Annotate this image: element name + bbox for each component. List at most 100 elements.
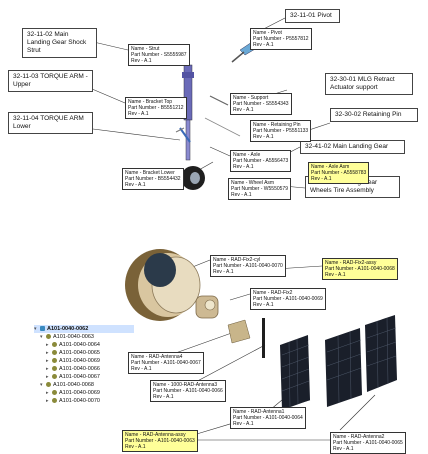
part-name: Name - Bracket Lower (125, 170, 175, 176)
part-name: Name - RAD-Antenna-assy (125, 432, 186, 438)
expand-icon[interactable]: ▸ (46, 366, 49, 372)
part-number: Part Number - B5554432 (125, 176, 181, 182)
part-rev: Rev - A.1 (131, 366, 152, 372)
part-label-pivot: Name - Pivot Part Number - P5557812 Rev … (250, 28, 312, 50)
part-rev: Rev - A.1 (325, 272, 346, 278)
part-rev: Rev - A.1 (253, 134, 274, 140)
tree-item-label: A101-0040-0069 (59, 358, 100, 364)
collapse-icon[interactable]: ▾ (34, 326, 37, 332)
part-label-bracket-top: Name - Bracket Top Part Number - B555121… (125, 97, 187, 119)
part-rev: Rev - A.1 (253, 42, 274, 48)
part-number: Part Number - A101-0040-0069 (253, 296, 323, 302)
part-rev: Rev - A.1 (233, 107, 254, 113)
part-label-rad-fix2: Name - RAD-Fix2 Part Number - A101-0040-… (250, 288, 326, 310)
part-icon (52, 350, 57, 356)
part-label-support: Name - Support Part Number - S5554343 Re… (230, 93, 292, 115)
part-name: Name - Support (233, 95, 269, 101)
callout-pivot: 32-11-01 Pivot (285, 9, 340, 23)
tree-item[interactable]: ▾ A101-0040-0063 (34, 333, 134, 341)
assembly-icon (46, 334, 51, 340)
part-number: Part Number - A5556473 (233, 158, 289, 164)
collapse-icon[interactable]: ▾ (40, 334, 43, 340)
part-name: Name - RAD-Antenna4 (131, 354, 183, 360)
part-label-wheel-asm: Name - Wheel Asm Part Number - W5550579 … (228, 178, 291, 200)
tree-item-label: A101-0040-0068 (53, 382, 94, 388)
part-rev: Rev - A.1 (213, 269, 234, 275)
callout-main-strut-text: 32-11-02 Main Landing Gear Shock Strut (27, 31, 87, 54)
part-name: Name - Axle (233, 152, 261, 158)
expand-icon[interactable]: ▸ (46, 358, 49, 364)
callout-torque-upper: 32-11-03 TORQUE ARM - Upper (8, 70, 93, 92)
part-name: Name - Wheel Asm (231, 180, 275, 186)
part-number: Part Number - S5554343 (233, 101, 289, 107)
part-number: Part Number - A101-0040-0064 (233, 415, 303, 421)
callout-pivot-text: 32-11-01 Pivot (290, 12, 332, 19)
part-name: Name - Bracket Top (128, 99, 173, 105)
tree-item-label: A101-0040-0070 (59, 398, 100, 404)
callout-retaining: 32-30-02 Retaining Pin (330, 108, 418, 122)
part-number: Part Number - B5551212 (128, 105, 184, 111)
expand-icon[interactable]: ▸ (46, 390, 49, 396)
part-rev: Rev - A.1 (333, 446, 354, 452)
tree-item-label: A101-0040-0063 (53, 334, 94, 340)
part-name: Name - RAD-Fix2-assy (325, 260, 377, 266)
tree-item[interactable]: ▸A101-0040-0064 (34, 341, 134, 349)
callout-main-strut: 32-11-02 Main Landing Gear Shock Strut (22, 28, 97, 58)
tree-item[interactable]: ▸ A101-0040-0069 (34, 389, 134, 397)
part-name: Name - Axle Asm (311, 164, 350, 170)
part-label-rad-fix2-cyl: Name - RAD-Fix2-cyl Part Number - A101-0… (210, 255, 286, 277)
rad-fix2-cyl-part (144, 253, 176, 287)
part-name: Name - Strut (131, 46, 160, 52)
part-name: Name - Pivot (253, 30, 282, 36)
part-number: Part Number - A101-0040-0068 (325, 266, 395, 272)
retaining-pin-part (204, 117, 241, 137)
part-label-rad-antenna4: Name - RAD-Antenna4 Part Number - A101-0… (128, 352, 204, 374)
part-name: Name - RAD-Fix2 (253, 290, 293, 296)
part-number: Part Number - A101-0040-0070 (213, 263, 283, 269)
callout-torque-lower-text: 32-11-04 TORQUE ARM Lower (13, 115, 84, 130)
assembly-tree: ▾A101-0040-0062 ▾A101-0040-0063 ▸A101-00… (34, 325, 134, 405)
tree-item[interactable]: ▸ A101-0040-0067 (34, 373, 134, 381)
expand-icon[interactable]: ▸ (46, 398, 49, 404)
part-icon (52, 390, 57, 396)
part-name: Name - Retaining Pin (253, 122, 301, 128)
tree-item-label: A101-0040-0067 (59, 374, 100, 380)
part-name: Name - RAD-Antenna1 (233, 409, 285, 415)
part-label-strut: Name - Strut Part Number - S5555987 Rev … (128, 44, 190, 66)
part-icon (52, 342, 57, 348)
part-rev: Rev - A.1 (233, 421, 254, 427)
part-number: Part Number - A101-0040-0066 (153, 388, 223, 394)
tree-root[interactable]: ▾ A101-0040-0062 (34, 325, 134, 333)
callout-retaining-text: 32-30-02 Retaining Pin (335, 111, 402, 118)
expand-icon[interactable]: ▸ (46, 350, 49, 356)
rad-antenna1-part (280, 335, 310, 410)
part-rev: Rev - A.1 (231, 192, 252, 198)
tree-item[interactable]: ▸A101-0040-0066 (34, 365, 134, 373)
part-number: Part Number - A101-0040-0067 (131, 360, 201, 366)
part-label-rad-antenna2: Name - RAD-Antenna2 Part Number - A101-0… (330, 432, 406, 454)
callout-main-gear-text: 32-41-02 Main Landing Gear (305, 143, 389, 150)
tree-item[interactable]: ▸ A101-0040-0069 (34, 357, 134, 365)
part-number: Part Number - P5551133 (253, 128, 309, 134)
part-icon (52, 398, 57, 404)
assembly-icon (46, 382, 51, 388)
part-rev: Rev - A.1 (128, 111, 149, 117)
tree-item[interactable]: ▸ A101-0040-0070 (34, 397, 134, 405)
expand-icon[interactable]: ▸ (46, 374, 49, 380)
tree-item[interactable]: ▾ A101-0040-0068 (34, 381, 134, 389)
part-number: Part Number - P5557812 (253, 36, 309, 42)
part-number: Part Number - A5558783 (311, 170, 367, 176)
part-icon (52, 366, 57, 372)
collapse-icon[interactable]: ▾ (40, 382, 43, 388)
part-label-rad-antenna3: Name - 1000-RAD-Antenna3 Part Number - A… (150, 380, 226, 402)
tree-item[interactable]: ▸ A101-0040-0065 (34, 349, 134, 357)
rad-antenna4-part (227, 319, 251, 344)
wheel-part (181, 166, 205, 190)
tree-item-label: A101-0040-0065 (59, 350, 100, 356)
tree-item-label: A101-0040-0069 (59, 390, 100, 396)
tree-root-label: A101-0040-0062 (47, 326, 89, 332)
part-rev: Rev - A.1 (253, 302, 274, 308)
expand-icon[interactable]: ▸ (46, 342, 49, 348)
part-label-rad-antenna-assy: Name - RAD-Antenna-assy Part Number - A1… (122, 430, 198, 452)
part-number: Part Number - S5555987 (131, 52, 187, 58)
